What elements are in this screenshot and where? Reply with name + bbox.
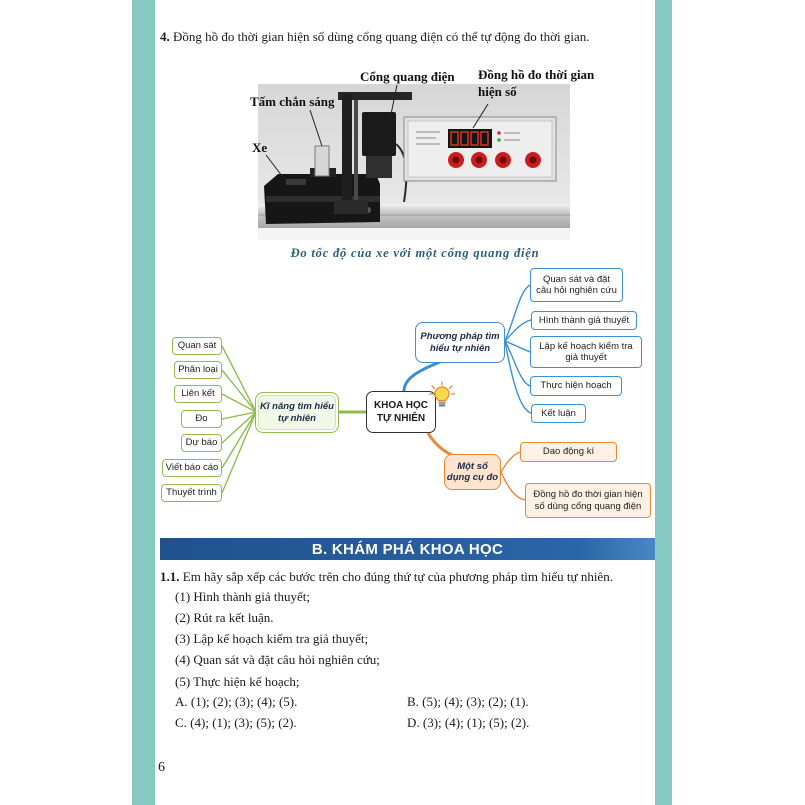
connector-line [221, 393, 257, 413]
question-step: (4) Quan sát và đặt câu hỏi nghiên cứu; [175, 652, 380, 667]
mindmap-branch-title: hiểu tự nhiên [429, 342, 491, 354]
connector-line [221, 411, 257, 444]
connector-line [500, 471, 526, 501]
mindmap-item-text: Lập kế hoạch kiểm tra [539, 340, 633, 352]
mindmap-item-text: Hình thành giả thuyết [538, 314, 630, 326]
mindmap-branch-title: dụng cụ đo [446, 472, 499, 483]
connector-line [504, 340, 531, 387]
mindmap-branch-title: tự nhiên [278, 412, 316, 424]
light-shield-plate [310, 145, 336, 177]
answer-option-d: D. (3); (4); (1); (5); (2). [407, 715, 530, 730]
question-step: (2) Rút ra kết luận. [175, 610, 274, 625]
section-header-bar: B. KHÁM PHÁ KHOA HỌC [160, 538, 655, 560]
mindmap-method-item: Quan sát và đặt câu hỏi nghiên cứu [530, 268, 623, 302]
mindmap-method-item: Lập kế hoạch kiểm tra giả thuyết [530, 336, 642, 368]
mindmap-skills-branch: Kĩ năng tìm hiểu tự nhiên [255, 392, 339, 433]
mindmap-item-text: Đồng hồ đo thời gian hiện [533, 489, 643, 500]
section-title: B. KHÁM PHÁ KHOA HỌC [311, 540, 504, 558]
mindmap-item-text: câu hỏi nghiên cứu [536, 285, 617, 296]
timer-display [448, 129, 492, 148]
mindmap-branch-title: Kĩ năng tìm hiểu [260, 401, 334, 412]
connector-line [504, 340, 532, 414]
question-number: 1.1. [160, 569, 180, 584]
mindmap-branch-title: Một số [457, 460, 488, 472]
mindmap-skill-item: Liên kết [174, 385, 222, 403]
label-digital-timer: Đồng hồ đo thời gian hiện số [478, 66, 594, 100]
label-digital-timer-line: Đồng hồ đo thời gian [478, 67, 595, 82]
connector-line [500, 451, 521, 473]
cart [264, 174, 380, 224]
mindmap-skill-item: Quan sát [172, 337, 222, 355]
mindmap-center-text: KHOA HỌC [373, 400, 429, 411]
mindmap-tools-item: Dao động kí [520, 442, 617, 462]
mindmap-skill-item: Đo [181, 410, 222, 428]
connector-line [504, 340, 531, 353]
answer-option-c: C. (4); (1); (3); (5); (2). [175, 715, 297, 730]
connector-line [221, 411, 257, 469]
mindmap-item-text: Dao động kí [542, 446, 595, 458]
connector-line [504, 284, 531, 342]
label-photogate: Cổng quang điện [360, 69, 455, 84]
item-4: 4. Đồng hồ đo thời gian hiện số dùng cổn… [160, 29, 590, 45]
mindmap-skill-item: Dự báo [181, 434, 222, 452]
connector-line [504, 319, 532, 342]
digital-timer [403, 116, 557, 182]
question-text: Em hãy sắp xếp các bước trên cho đúng th… [182, 569, 613, 584]
mindmap-center-text: TỰ NHIÊN [376, 413, 426, 424]
question-step: (1) Hình thành giả thuyết; [175, 589, 311, 604]
label-light-shield: Tấm chắn sáng [250, 94, 335, 109]
page-number: 6 [158, 760, 165, 775]
page-border-right [655, 0, 672, 805]
apparatus-photo [258, 84, 570, 240]
photogate [334, 92, 412, 214]
mindmap-branch-title: Phương pháp tìm [420, 331, 500, 342]
answer-option-a: A. (1); (2); (3); (4); (5). [175, 694, 298, 709]
mindmap-item-text: Thực hiện hoạch [540, 380, 612, 392]
mindmap-method-branch: Phương pháp tìm hiểu tự nhiên [415, 322, 505, 363]
mindmap-item-text: Quan sát và đặt [542, 273, 611, 285]
connector-line [221, 369, 257, 413]
question-step: (5) Thực hiện kế hoạch; [175, 674, 300, 689]
label-digital-timer-line: hiện số [478, 84, 517, 99]
answer-option-b: B. (5); (4); (3); (2); (1). [407, 694, 529, 709]
mindmap-item-text: giả thuyết [565, 352, 607, 363]
connector-line [426, 432, 453, 457]
item-4-text: Đồng hồ đo thời gian hiện số dùng cổng q… [173, 29, 590, 44]
connector-line [221, 411, 257, 494]
mindmap-tools-branch: Một số dụng cụ đo [444, 454, 501, 490]
mindmap-item-text: Kết luận [541, 407, 576, 419]
mindmap-method-item: Hình thành giả thuyết [531, 311, 637, 330]
label-cart: Xe [252, 140, 268, 155]
question-step: (3) Lập kế hoạch kiểm tra giả thuyết; [175, 631, 369, 646]
mindmap-skill-item: Phân loại [174, 361, 222, 379]
mindmap-method-item: Kết luận [531, 404, 586, 423]
mindmap-tools-item: Đồng hồ đo thời gian hiện số dùng cổng q… [525, 483, 651, 518]
mindmap-skill-item: Thuyết trình [161, 484, 222, 502]
mindmap-item-text: số dùng cổng quang điện [534, 500, 642, 512]
mindmap-center: KHOA HỌC TỰ NHIÊN [366, 391, 436, 433]
question-1-1: 1.1. Em hãy sắp xếp các bước trên cho đú… [160, 569, 613, 585]
connector-line [221, 345, 257, 413]
figure-caption: Đo tốc độ của xe với một cổng quang điện [290, 246, 540, 260]
connector-line [221, 411, 257, 420]
lightbulb-icon [429, 381, 455, 407]
timer-knobs [448, 152, 541, 168]
mindmap-method-item: Thực hiện hoạch [530, 376, 622, 396]
page-border-left [132, 0, 155, 805]
mindmap-skill-item: Viết báo cáo [162, 459, 222, 477]
item-4-number: 4. [160, 29, 170, 44]
